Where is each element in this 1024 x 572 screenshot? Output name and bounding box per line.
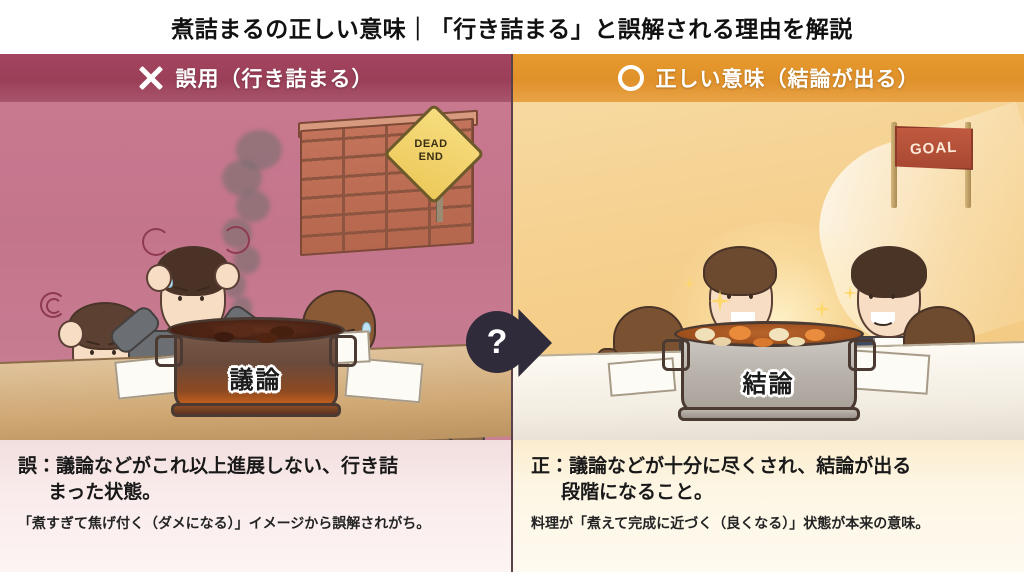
panel-correct-meaning: 正しい意味（結論が出る） GOAL	[513, 54, 1024, 572]
food-chunk	[786, 337, 805, 346]
comparison-panels: 誤用（行き詰まる） DEAD END	[0, 54, 1024, 572]
pot-label-discussion: 議論	[229, 367, 282, 394]
food-chunk	[728, 326, 751, 340]
goal-flag-label: GOAL	[909, 138, 959, 158]
left-illustration: DEAD END	[0, 102, 511, 440]
hand	[214, 262, 240, 290]
food-chunk	[752, 338, 773, 347]
pot-contents-stew	[673, 321, 864, 347]
right-panel-header-label: 正しい意味（結論が出る）	[655, 68, 920, 91]
pot-handle	[661, 339, 690, 371]
pot-handle	[154, 335, 183, 367]
eye	[749, 294, 753, 299]
stress-mark	[222, 226, 250, 254]
food-chunk	[712, 337, 731, 346]
circle-mark-icon	[617, 65, 644, 91]
right-caption-sub: 料理が「煮えて完成に近づく（良くなる）」状態が本来の意味。	[531, 515, 930, 532]
pot-base	[170, 403, 341, 417]
dead-end-line1: DEAD	[414, 138, 448, 151]
food-chunk	[191, 325, 214, 338]
stress-mark	[142, 228, 170, 256]
page-title: 煮詰まるの正しい意味｜「行き詰まる」と誤解される理由を解説	[171, 16, 853, 42]
eye	[112, 350, 116, 355]
food-chunk	[694, 328, 715, 341]
pot-label-conclusion: 結論	[742, 371, 795, 398]
pot-body: 議論	[154, 317, 357, 417]
hair	[703, 246, 777, 296]
food-chunk	[227, 323, 254, 337]
pot-conclusion: 結論	[661, 321, 876, 421]
goal-pole	[891, 122, 897, 208]
food-chunk	[213, 332, 234, 342]
right-illustration: GOAL	[513, 102, 1024, 440]
right-caption: 正：議論などが十分に尽くされ、結論が出る 段階になること。 料理が「煮えて完成に…	[513, 440, 1024, 572]
mouth	[871, 312, 895, 326]
pot-handle	[328, 335, 357, 367]
eye	[727, 294, 731, 299]
smoke-puff	[236, 190, 270, 222]
pot-discussion: 議論	[154, 317, 357, 417]
eye	[178, 296, 182, 301]
pot-body: 結論	[661, 321, 876, 421]
eye	[90, 350, 94, 355]
eye	[891, 294, 895, 299]
right-caption-main: 正：議論などが十分に尽くされ、結論が出る 段階になること。	[531, 454, 1006, 506]
dead-end-sign-text: DEAD END	[398, 118, 464, 184]
eye	[869, 294, 873, 299]
left-caption-sub: 「煮すぎて焦げ付く（ダメになる）」イメージから誤解されがち。	[18, 515, 431, 532]
hair	[851, 246, 927, 298]
panel-incorrect-usage: 誤用（行き詰まる） DEAD END	[0, 54, 513, 572]
food-chunk	[255, 333, 278, 343]
hand	[58, 320, 84, 348]
goal-flag: GOAL	[895, 126, 973, 170]
document-paper	[344, 356, 424, 404]
smoke-puff	[222, 218, 252, 248]
left-panel-header-label: 誤用（行き詰まる）	[175, 68, 374, 91]
eye	[200, 296, 204, 301]
pot-base	[677, 407, 860, 421]
pot-handle	[847, 339, 876, 371]
stress-mark	[46, 298, 62, 314]
food-chunk	[768, 328, 789, 341]
dead-end-line2: END	[418, 151, 444, 163]
x-mark-icon	[138, 65, 164, 91]
right-panel-header: 正しい意味（結論が出る）	[513, 54, 1024, 102]
page-title-bar: 煮詰まるの正しい意味｜「行き詰まる」と誤解される理由を解説	[0, 0, 1024, 54]
pot-contents-burnt	[166, 317, 345, 343]
left-caption-main-line2: まった状態。	[48, 482, 162, 504]
left-panel-header: 誤用（行き詰まる）	[0, 54, 511, 102]
food-chunk	[804, 329, 825, 341]
stress-mark	[40, 292, 66, 318]
left-caption: 誤：議論などがこれ以上進展しない、行き詰 まった状態。 「煮すぎて焦げ付く（ダメ…	[0, 440, 511, 572]
left-caption-main: 誤：議論などがこれ以上進展しない、行き詰 まった状態。	[18, 454, 493, 506]
right-caption-main-line2: 段階になること。	[561, 482, 714, 504]
hand	[146, 264, 172, 292]
left-caption-main-line1: 誤：議論などがこれ以上進展しない、行き詰	[18, 456, 399, 477]
right-caption-main-line1: 正：議論などが十分に尽くされ、結論が出る	[531, 456, 912, 477]
